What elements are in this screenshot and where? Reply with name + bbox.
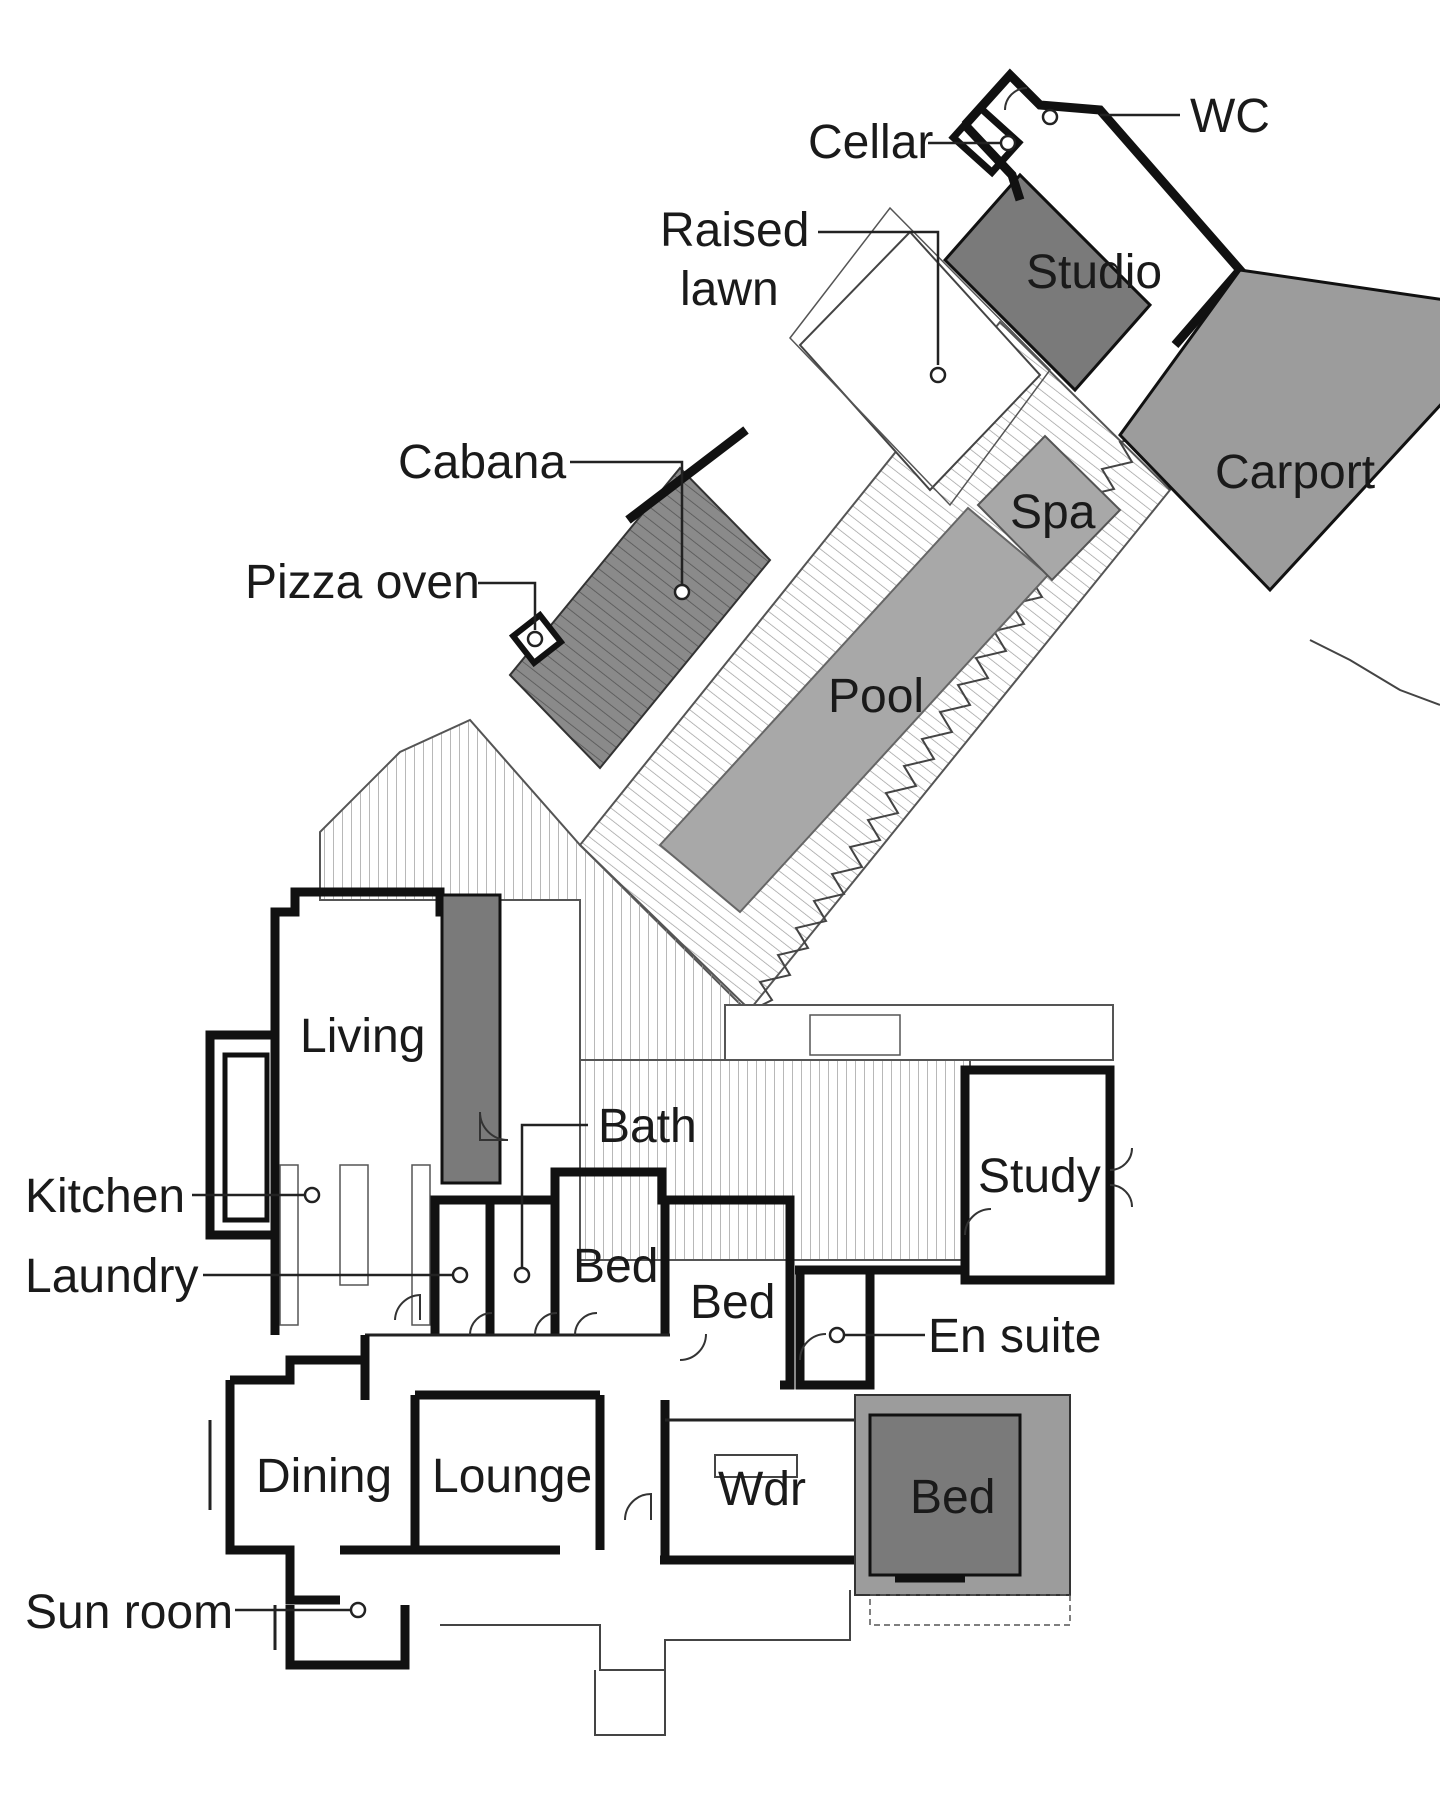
pizza-oven-marker [526, 630, 544, 648]
label-wdr: Wdr [718, 1463, 806, 1516]
kitchen-marker [303, 1186, 321, 1204]
callout-leaders [192, 108, 1180, 1619]
label-bed-1: Bed [573, 1240, 658, 1293]
label-lounge: Lounge [432, 1450, 592, 1503]
spa-basin [976, 434, 1122, 582]
label-wc: WC [1190, 90, 1270, 143]
studio-room [942, 172, 1153, 393]
raised-lawn-marker [929, 366, 947, 384]
label-spa: Spa [1010, 486, 1096, 539]
cabana-area [508, 466, 772, 770]
label-cellar: Cellar [808, 116, 933, 169]
rear-deck [579, 1059, 971, 1261]
label-kitchen: Kitchen [25, 1170, 185, 1223]
label-en-suite: En suite [928, 1310, 1101, 1363]
label-studio: Studio [1026, 246, 1162, 299]
cellar-marker [999, 134, 1017, 152]
main-house [205, 87, 1133, 1736]
laundry-marker [451, 1266, 469, 1284]
label-raised-lawn-line2: lawn [680, 263, 779, 316]
label-bed-3: Bed [910, 1471, 995, 1524]
label-laundry: Laundry [25, 1250, 198, 1303]
label-bath: Bath [598, 1100, 697, 1153]
cabana-marker [673, 583, 691, 601]
label-sun-room: Sun room [25, 1586, 233, 1639]
label-dining: Dining [256, 1450, 392, 1503]
label-study: Study [978, 1150, 1101, 1203]
label-pizza-oven: Pizza oven [245, 556, 480, 609]
sun-room-marker [349, 1601, 367, 1619]
label-bed-2: Bed [690, 1276, 775, 1329]
label-raised-lawn-line1: Raised [660, 204, 809, 257]
study-room [969, 1074, 1106, 1276]
label-cabana: Cabana [398, 436, 566, 489]
en-suite-marker [828, 1326, 846, 1344]
bath-marker [513, 1266, 531, 1284]
label-pool: Pool [828, 670, 924, 723]
label-living: Living [300, 1010, 425, 1063]
pool-wing [319, 68, 1440, 1061]
raised-lawn-outer [789, 206, 1051, 507]
carport-area [1118, 268, 1440, 593]
wc-marker [1041, 108, 1059, 126]
label-carport: Carport [1215, 446, 1375, 499]
room-labels: WC Cellar Raised lawn Studio Carport Cab… [25, 90, 1375, 1639]
raised-lawn-area [798, 230, 1042, 492]
